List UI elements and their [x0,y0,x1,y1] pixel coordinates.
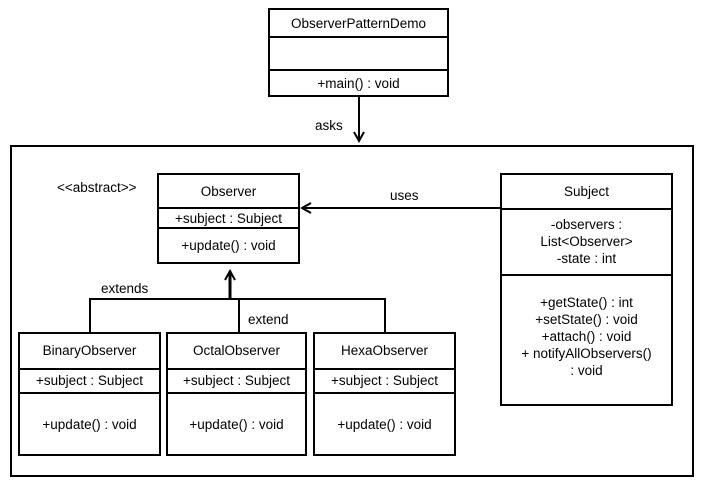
subject-class-name: Subject [563,184,610,199]
octal-observer-subject-attribute: +subject : Subject [183,373,290,388]
binary-observer-class-box: BinaryObserver +subject : Subject +updat… [18,332,161,456]
hexa-observer-class-name: HexaObserver [340,343,429,358]
binary-observer-update-method: +update() : void [42,417,137,432]
subject-observers-attribute: -observers : [550,217,623,232]
subject-getstate-method: +getState() : int [540,295,633,310]
observer-subject-attribute: +subject : Subject [175,211,282,226]
subject-class-box: Subject -observers : List<Observer> -sta… [500,173,673,406]
abstract-stereotype: <<abstract>> [57,180,137,195]
observer-class-box: Observer +subject : Subject +update() : … [157,173,300,264]
octal-observer-class-name: OctalObserver [192,343,281,358]
subject-notify-return: : void [570,363,603,378]
subject-observers-type: List<Observer> [540,234,633,249]
binary-observer-class-name: BinaryObserver [42,343,137,358]
demo-class-name: ObserverPatternDemo [290,16,427,31]
observer-class-name: Observer [200,184,257,199]
subject-attach-method: +attach() : void [541,329,632,344]
hexa-observer-class-box: HexaObserver +subject : Subject +update(… [313,332,456,456]
demo-class-box: ObserverPatternDemo +main() : void [268,8,449,97]
subject-state-attribute: -state : int [556,251,617,266]
hexa-observer-subject-attribute: +subject : Subject [331,373,438,388]
demo-main-method: +main() : void [317,76,400,91]
subject-notify-method: + notifyAllObservers() [521,346,652,361]
uses-label: uses [390,188,419,203]
asks-label: asks [315,118,343,133]
hexa-observer-update-method: +update() : void [337,417,432,432]
observer-update-method: +update() : void [181,238,276,253]
octal-observer-update-method: +update() : void [189,417,284,432]
extend-label: extend [248,312,289,327]
extends-label: extends [101,281,149,296]
extends-connector [89,298,386,332]
binary-observer-subject-attribute: +subject : Subject [36,373,143,388]
octal-observer-class-box: OctalObserver +subject : Subject +update… [166,332,307,456]
subject-setstate-method: +setState() : void [535,312,638,327]
